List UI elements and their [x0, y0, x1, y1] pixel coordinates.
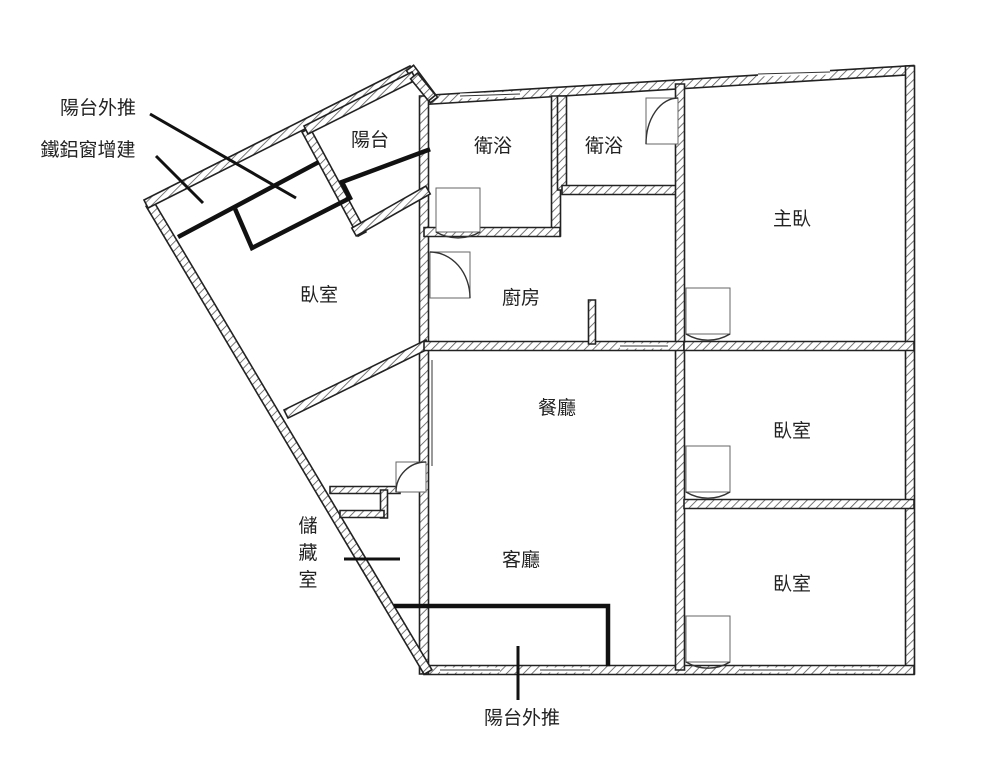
wall-storage-bottom: [339, 509, 385, 519]
callout-balcony-extension-top: 陽台外推: [60, 97, 136, 119]
balcony-extension-wall-bottom: [393, 603, 611, 667]
wall-bedroom-middle-bottom: [683, 498, 915, 510]
wall-balcony-right: [409, 72, 437, 102]
door-bedroom-middle-swing: [685, 491, 731, 499]
wall-storage-top: [329, 485, 401, 495]
room-label-master-bedroom: 主臥: [773, 208, 811, 230]
wall-master-bottom: [683, 340, 915, 352]
door-bedroom-middle-leaf: [685, 445, 731, 493]
room-label-bedroom-right-middle: 臥室: [773, 420, 811, 442]
callout-aluminum-window-addition: 鐵鋁窗增建: [40, 139, 135, 161]
door-master-leaf: [685, 287, 731, 335]
balcony-extension-wall: [233, 147, 431, 252]
door-storage-leaf: [395, 461, 427, 493]
room-label-balcony: 陽台: [351, 129, 389, 151]
door-bedroom-bottom-leaf: [685, 615, 731, 663]
wall-kitchen-stub: [587, 299, 597, 345]
leader-window-addition: [154, 154, 205, 205]
storage-label-char-3: 室: [298, 569, 317, 591]
wall-bedroom-left-bottom: [282, 338, 432, 420]
wall-exterior-left-right-block: [418, 95, 430, 675]
window-master-top-pane: [757, 71, 831, 75]
added-construction: [176, 147, 611, 667]
door-kitchen-leaf: [429, 251, 471, 299]
leader-balcony-extension: [149, 112, 297, 200]
wall-balcony-top-inner: [302, 70, 418, 136]
door-kitchen-swing: [429, 251, 471, 299]
door-bath2-swing: [645, 97, 679, 145]
door-master-swing: [685, 333, 731, 341]
doors-layer: [395, 97, 731, 669]
room-label-bedroom-right-bottom: 臥室: [773, 573, 811, 595]
door-bath1-swing: [435, 231, 481, 239]
wall-exterior-right: [904, 65, 916, 675]
wall-bath2-left: [556, 95, 568, 191]
storage-label-char-2: 藏: [298, 542, 317, 564]
callout-balcony-extension-bottom: 陽台外推: [484, 707, 560, 729]
leader-lines: [149, 112, 520, 700]
room-label-bedroom-left: 臥室: [300, 284, 338, 306]
storage-label-char-1: 儲: [298, 515, 317, 537]
door-bedroom-bottom-swing: [685, 661, 731, 669]
room-label-kitchen: 廚房: [502, 286, 540, 309]
wall-bath2-bottom: [561, 184, 681, 196]
window-bath1-pane: [459, 93, 521, 97]
door-bath2-leaf: [645, 97, 679, 145]
room-label-dining: 餐廳: [538, 397, 576, 419]
wall-center-vertical: [674, 83, 686, 671]
door-bath1-leaf: [435, 187, 481, 233]
room-label-bath-2: 衛浴: [585, 135, 623, 157]
room-label-living: 客廳: [502, 549, 540, 571]
window-addition-line: [176, 159, 321, 240]
door-storage-swing: [395, 461, 427, 493]
room-label-bath-1: 衛浴: [474, 135, 512, 157]
wall-balcony-bottom: [350, 184, 432, 238]
storage-label: 儲 藏 室: [298, 515, 317, 591]
windows-layer: [429, 69, 880, 673]
